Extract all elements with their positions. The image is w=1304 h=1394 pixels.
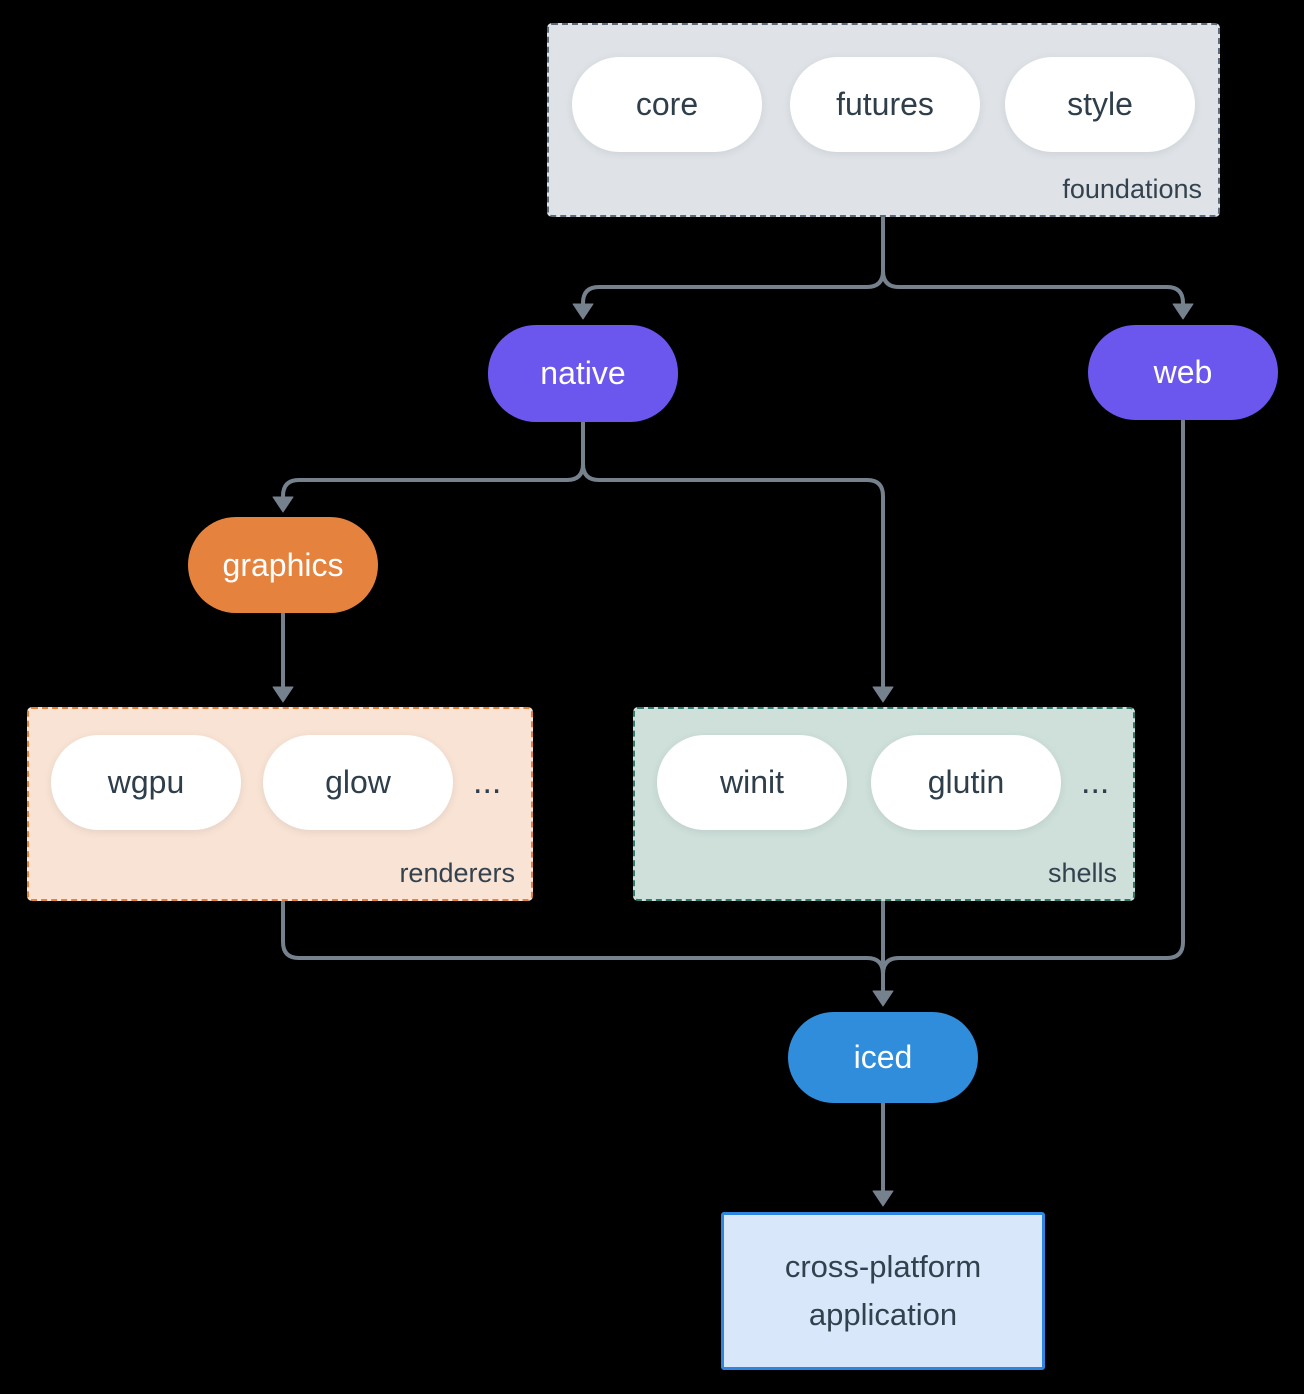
arrowhead-shells <box>872 686 894 703</box>
node-native: native <box>488 325 678 422</box>
node-core: core <box>572 57 762 152</box>
connector-renderers-iced <box>281 900 885 994</box>
connector-native-graphics <box>281 421 585 500</box>
node-web: web <box>1088 325 1278 420</box>
cross-platform-application-box: cross-platform application <box>721 1212 1045 1370</box>
connector-native-shells <box>581 421 885 690</box>
shells-label: shells <box>1047 858 1117 888</box>
node-wgpu: wgpu <box>51 735 241 830</box>
renderers-group: wgpu glow ... renderers <box>27 707 533 901</box>
cross-platform-application-label: cross-platform application <box>784 1248 982 1332</box>
arrowhead-app <box>872 1190 894 1207</box>
node-winit: winit <box>657 735 847 830</box>
node-glutin: glutin <box>871 735 1061 830</box>
node-graphics: graphics <box>188 517 378 613</box>
node-iced: iced <box>788 1012 978 1103</box>
node-futures: futures <box>790 57 980 152</box>
foundations-label: foundations <box>1062 174 1202 204</box>
arrowhead-iced <box>872 990 894 1007</box>
shells-group: winit glutin ... shells <box>633 707 1135 901</box>
connector-foundations-native <box>581 215 885 307</box>
arrowhead-native <box>572 303 594 320</box>
node-style: style <box>1005 57 1195 152</box>
arrowhead-renderers <box>272 686 294 703</box>
connector-foundations-web <box>881 215 1185 307</box>
renderers-label: renderers <box>399 858 515 888</box>
renderers-ellipsis: ... <box>473 763 502 801</box>
shells-ellipsis: ... <box>1081 763 1110 801</box>
foundations-group: core futures style foundations <box>547 23 1220 217</box>
arrowhead-web <box>1172 303 1194 320</box>
arrowhead-graphics <box>272 496 294 513</box>
node-glow: glow <box>263 735 453 830</box>
